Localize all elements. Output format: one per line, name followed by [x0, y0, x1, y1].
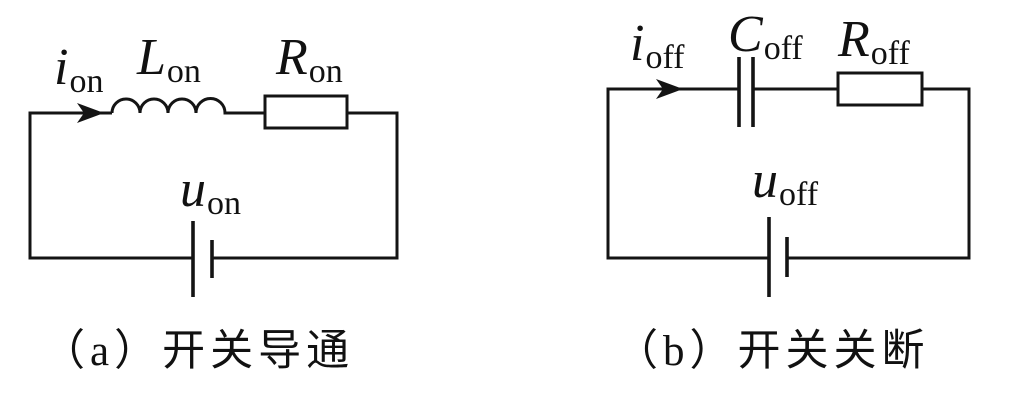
circuit-a-source-label: uon [180, 161, 241, 221]
circuit-a-source-symbol: u [180, 161, 206, 218]
circuit-b-resistor-symbol: R [838, 11, 870, 68]
circuit-b-resistor-label: Roff [838, 11, 910, 71]
circuit-b-source-label: uoff [752, 152, 818, 212]
circuit-b-capacitor-symbol: C [728, 6, 763, 63]
circuit-a-inductor-label: Lon [137, 29, 201, 89]
circuit-b-schematic [606, 57, 971, 297]
circuit-a-resistor-symbol: R [276, 29, 308, 86]
circuit-b-source-symbol: u [752, 152, 778, 209]
circuit-a-inductor-coil [110, 97, 265, 115]
circuit-a-wire-loop [28, 111, 399, 260]
circuit-a-current-arrow-icon [77, 103, 104, 123]
circuit-a-current-label: ion [54, 39, 103, 99]
circuit-a-caption: （a）开关导通 [42, 328, 355, 375]
circuit-b-capacitor-subscript: off [763, 30, 803, 67]
circuit-a-resistor-subscript: on [308, 53, 343, 90]
circuit-a-current-symbol: i [54, 39, 69, 96]
circuit-b-source-subscript: off [779, 176, 819, 213]
circuit-a-inductor-symbol: L [137, 29, 166, 86]
circuit-a-resistor-label: Ron [276, 29, 343, 89]
circuit-b-capacitor-label: Coff [728, 6, 803, 66]
circuit-b-resistor-body [836, 71, 924, 107]
circuit-b-resistor-subscript: off [870, 35, 910, 72]
circuit-a-source-subscript: on [207, 185, 241, 222]
circuit-a-current-subscript: on [69, 63, 104, 100]
circuit-a-inductor-subscript: on [166, 53, 201, 90]
circuit-b-caption: （b）开关关断 [615, 328, 930, 375]
circuit-b-current-subscript: off [645, 39, 685, 76]
circuit-b-current-arrow-icon [656, 79, 683, 99]
circuit-b-current-symbol: i [630, 15, 645, 72]
circuit-a-resistor-body [263, 94, 349, 130]
circuit-a-schematic [28, 94, 399, 297]
circuit-b-current-label: ioff [630, 15, 684, 75]
